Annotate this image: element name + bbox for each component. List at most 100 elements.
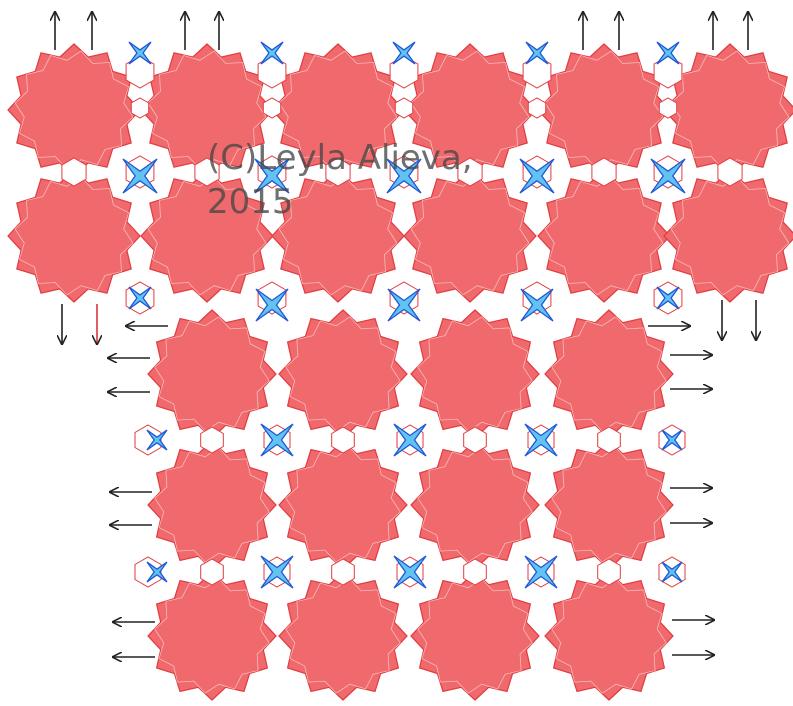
cross-shape <box>656 41 680 65</box>
hexagon-gap <box>658 97 678 119</box>
star-inner-outline <box>147 176 267 296</box>
hexagon-gap <box>61 157 87 187</box>
twelve-point-star <box>544 440 674 570</box>
star-inner-outline <box>551 578 667 694</box>
star-inner-outline <box>410 176 530 296</box>
cross-shape <box>386 158 422 194</box>
star-shape <box>544 571 674 701</box>
hexagon-gap <box>331 558 355 586</box>
hexagon-gap <box>325 157 351 187</box>
cross-shape <box>519 158 555 194</box>
hexagon-gap <box>591 157 617 187</box>
cross-connector <box>260 555 294 589</box>
cross-shape <box>650 158 686 194</box>
star-shape <box>544 440 674 570</box>
hexagon-gap <box>717 157 743 187</box>
partial-cross-connector <box>656 286 680 310</box>
cross-shape <box>661 429 683 451</box>
cross-connector <box>122 158 158 194</box>
star-shape <box>410 440 540 570</box>
partial-cross-connector <box>392 41 416 65</box>
partial-cross-connector <box>260 41 284 65</box>
cross-shape <box>520 288 554 322</box>
cross-shape <box>260 41 284 65</box>
hexagon-gap <box>200 426 224 454</box>
star-inner-outline <box>551 447 667 563</box>
cross-shape <box>146 561 168 583</box>
star-shape <box>271 169 405 303</box>
twelve-point-star <box>537 169 671 303</box>
twelve-point-star <box>544 309 674 439</box>
cross-shape <box>525 41 549 65</box>
cross-shape <box>260 555 294 589</box>
twelve-point-star <box>147 571 277 701</box>
hexagon-gap <box>522 55 552 89</box>
hexagon-gap <box>597 426 621 454</box>
twelve-point-star <box>140 169 274 303</box>
hexagon-gap <box>527 97 547 119</box>
twelve-point-star <box>410 571 540 701</box>
star-shape <box>537 169 671 303</box>
crosses-layer <box>61 41 743 589</box>
twelve-point-star <box>278 440 408 570</box>
cross-shape <box>393 423 427 457</box>
twelve-point-star <box>544 571 674 701</box>
twelve-point-star <box>663 169 793 303</box>
star-shape <box>663 169 793 303</box>
twelve-point-star <box>410 440 540 570</box>
hexagon-gap <box>457 157 483 187</box>
cross-shape <box>656 286 680 310</box>
star-inner-outline <box>154 447 270 563</box>
star-inner-outline <box>154 578 270 694</box>
star-inner-outline <box>417 578 533 694</box>
hexagon-gap <box>194 157 220 187</box>
partial-cross-connector <box>661 561 683 583</box>
star-shape <box>403 43 537 177</box>
arrows-layer <box>55 12 756 657</box>
hexagon-gap <box>134 424 162 456</box>
partial-cross-connector <box>656 41 680 65</box>
twelve-point-star <box>663 43 793 177</box>
cross-shape <box>260 423 294 457</box>
cross-connector <box>254 158 290 194</box>
hexagon-gap <box>463 558 487 586</box>
cross-connector <box>260 423 294 457</box>
star-inner-outline <box>544 176 664 296</box>
cross-shape <box>661 561 683 583</box>
star-inner-outline <box>670 176 790 296</box>
stars-layer <box>7 43 793 701</box>
cross-connector <box>650 158 686 194</box>
twelve-point-star <box>403 169 537 303</box>
twelve-point-star <box>278 309 408 439</box>
partial-cross-connector <box>128 41 152 65</box>
cross-shape <box>524 555 558 589</box>
star-inner-outline <box>285 578 401 694</box>
partial-cross-connector <box>128 286 152 310</box>
twelve-point-star <box>7 169 141 303</box>
twelve-point-star <box>147 309 277 439</box>
twelve-point-star <box>140 43 274 177</box>
star-shape <box>147 309 277 439</box>
star-shape <box>278 309 408 439</box>
cross-connector <box>255 288 289 322</box>
star-shape <box>147 440 277 570</box>
cross-shape <box>122 158 158 194</box>
hexagon-gap <box>597 558 621 586</box>
twelve-point-star <box>147 440 277 570</box>
star-inner-outline <box>285 447 401 563</box>
twelve-point-star <box>271 43 405 177</box>
star-shape <box>410 309 540 439</box>
hexagon-gap <box>134 556 162 588</box>
star-shape <box>140 43 274 177</box>
cross-connector <box>524 555 558 589</box>
hexagon-gap <box>331 426 355 454</box>
twelve-point-star <box>7 43 141 177</box>
star-shape <box>278 571 408 701</box>
star-shape <box>663 43 793 177</box>
star-shape <box>537 43 671 177</box>
hexagon-gap <box>463 426 487 454</box>
hexagon-gap <box>130 97 150 119</box>
twelve-point-star <box>410 309 540 439</box>
star-shape <box>140 169 274 303</box>
